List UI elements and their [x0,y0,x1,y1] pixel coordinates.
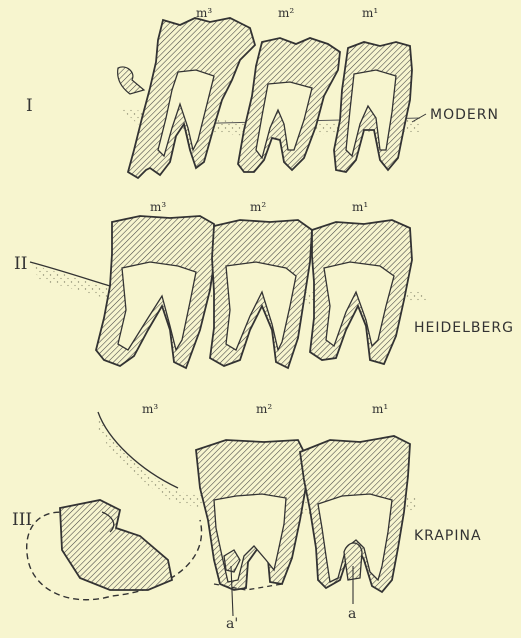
tooth-label-m2-heidelberg: m² [250,200,266,214]
row-numeral-heidelberg: II [14,254,27,274]
row-numeral-krapina: III [12,510,32,530]
tooth-label-m3-modern: m³ [196,6,212,20]
bone-fragment-modern [118,67,144,94]
tooth-m3-krapina [60,500,172,590]
tooth-label-m3-krapina: m³ [142,402,158,416]
tooth-label-m2-modern: m² [278,6,294,20]
row-heidelberg [30,216,430,368]
tooth-label-m3-heidelberg: m³ [150,200,166,214]
pointer-label-a: a [348,606,356,622]
site-label-heidelberg: HEIDELBERG [414,320,514,336]
tooth-label-m1-krapina: m¹ [372,402,388,416]
pointer-label-a-prime: a' [226,616,238,632]
site-label-krapina: KRAPINA [414,528,482,544]
row-krapina [27,412,416,616]
row-numeral-modern: I [26,96,33,116]
row-modern [118,18,426,178]
site-label-modern: MODERN [430,107,499,123]
tooth-label-m1-modern: m¹ [362,6,378,20]
tooth-label-m1-heidelberg: m¹ [352,200,368,214]
tooth-label-m2-krapina: m² [256,402,272,416]
